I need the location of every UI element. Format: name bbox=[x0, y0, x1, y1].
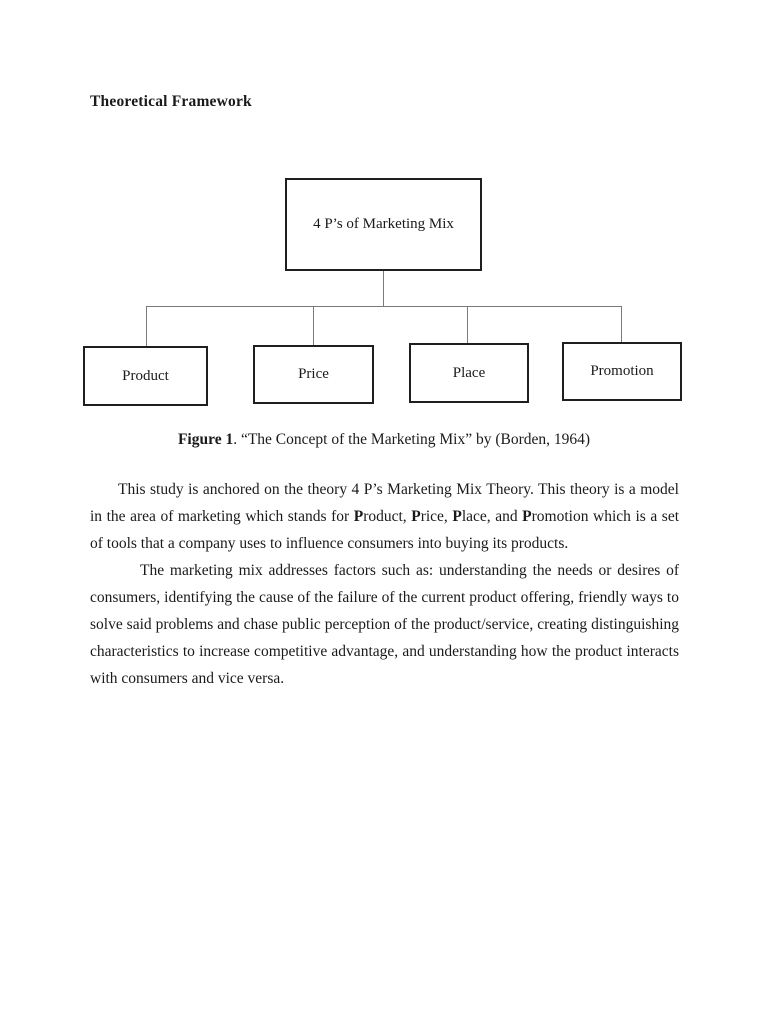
connector-line-price bbox=[313, 306, 314, 345]
connector-line-root bbox=[383, 271, 384, 306]
diagram-box-place: Place bbox=[409, 343, 529, 403]
marketing-mix-diagram: 4 P’s of Marketing Mix Product Price Pla… bbox=[0, 0, 768, 430]
text-segment: This study is anchored on the theory 4 P… bbox=[90, 481, 679, 525]
section-heading: Theoretical Framework bbox=[90, 93, 252, 110]
paragraph-marketing-mix-factors: The marketing mix addresses factors such… bbox=[90, 557, 679, 692]
figure-caption: Figure 1. “The Concept of the Marketing … bbox=[0, 431, 768, 449]
diagram-box-product: Product bbox=[83, 346, 208, 406]
connector-line-promotion bbox=[621, 306, 622, 342]
text-segment: P bbox=[353, 508, 364, 525]
text-segment: lace, and bbox=[461, 508, 523, 525]
text-segment: The marketing mix addresses factors such… bbox=[90, 562, 679, 687]
diagram-box-product-label: Product bbox=[122, 367, 169, 384]
diagram-root-box: 4 P’s of Marketing Mix bbox=[285, 178, 482, 271]
text-segment: P bbox=[452, 508, 462, 525]
text-segment: rice, bbox=[420, 508, 453, 525]
text-segment: romotion which is a set of tools that a … bbox=[90, 508, 680, 552]
connector-line-horizontal bbox=[146, 306, 622, 307]
diagram-box-price: Price bbox=[253, 345, 374, 404]
text-segment: P bbox=[411, 508, 421, 525]
text-segment: P bbox=[522, 508, 532, 525]
text-segment: roduct, bbox=[363, 508, 412, 525]
diagram-box-promotion: Promotion bbox=[562, 342, 682, 401]
connector-line-place bbox=[467, 306, 468, 343]
text-segment: . “The Concept of the Marketing Mix” by … bbox=[233, 431, 591, 448]
diagram-box-price-label: Price bbox=[298, 366, 329, 382]
connector-line-product bbox=[146, 306, 147, 346]
paragraph-anchored-theory: This study is anchored on the theory 4 P… bbox=[90, 476, 679, 557]
text-segment: Figure 1 bbox=[177, 431, 234, 448]
diagram-box-place-label: Place bbox=[452, 364, 486, 381]
body-text: This study is anchored on the theory 4 P… bbox=[90, 476, 679, 692]
diagram-box-promotion-label: Promotion bbox=[590, 363, 654, 379]
diagram-root-label: 4 P’s of Marketing Mix bbox=[313, 216, 454, 232]
